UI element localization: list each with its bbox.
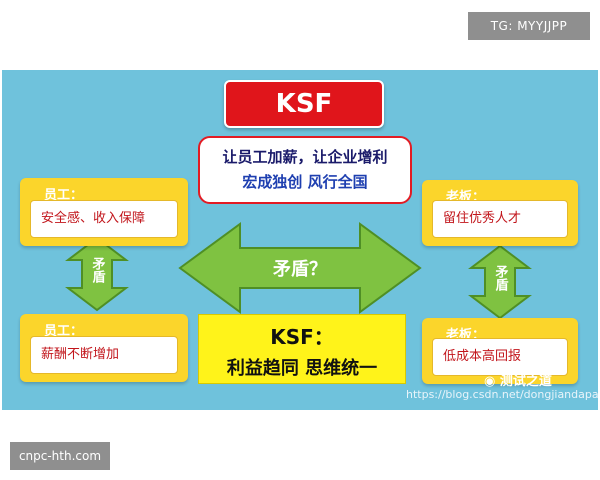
employee-card-top-text: 安全感、收入保障	[30, 200, 178, 238]
slogan-line-1: 让员工加薪，让企业增利	[222, 148, 388, 166]
boss-card-top: 老板： 留住优秀人才	[422, 180, 578, 246]
wechat-watermark: ◉ 测试之道	[484, 370, 552, 389]
left-vertical-label: 矛盾	[90, 257, 107, 284]
boss-card-bottom: 老板： 低成本高回报	[422, 318, 578, 384]
ksf-conclusion-box: KSF： 利益趋同 思维统一	[198, 314, 406, 384]
contradiction-label: 矛盾？	[272, 259, 327, 280]
wechat-label: 测试之道	[499, 374, 552, 389]
wechat-icon: ◉	[484, 374, 496, 389]
employee-card-bottom-title: 员工：	[44, 324, 84, 339]
arrows-layer: 矛盾？ 矛盾 矛盾	[65, 222, 532, 320]
slogan-line-2: 宏成独创 风行全国	[242, 173, 368, 191]
corner-tag: TG: MYYJJPP	[468, 12, 590, 40]
slogan-box: 让员工加薪，让企业增利 宏成独创 风行全国	[198, 136, 412, 204]
employee-card-bottom: 员工： 薪酬不断增加	[20, 314, 188, 382]
employee-card-top-title: 员工：	[44, 188, 84, 203]
conclusion-line-1: KSF：	[270, 325, 334, 349]
conclusion-line-2: 利益趋同 思维统一	[226, 358, 378, 379]
footer-tag: cnpc-hth.com	[10, 442, 110, 470]
boss-card-bottom-text: 低成本高回报	[432, 338, 568, 376]
source-url-watermark: https://blog.csdn.net/dongjiandapao	[406, 388, 598, 401]
right-vertical-label: 矛盾	[493, 265, 510, 292]
horizontal-double-arrow	[178, 222, 422, 314]
left-vertical-arrow	[65, 236, 129, 312]
ksf-title-banner: KSF	[224, 80, 384, 128]
employee-card-bottom-text: 薪酬不断增加	[30, 336, 178, 374]
ksf-diagram: 矛盾？ 矛盾 矛盾 KSF 让员工加薪，让企业增利 宏成独创 风行全国 员工： …	[2, 70, 598, 410]
boss-card-top-text: 留住优秀人才	[432, 200, 568, 238]
employee-card-top: 员工： 安全感、收入保障	[20, 178, 188, 246]
